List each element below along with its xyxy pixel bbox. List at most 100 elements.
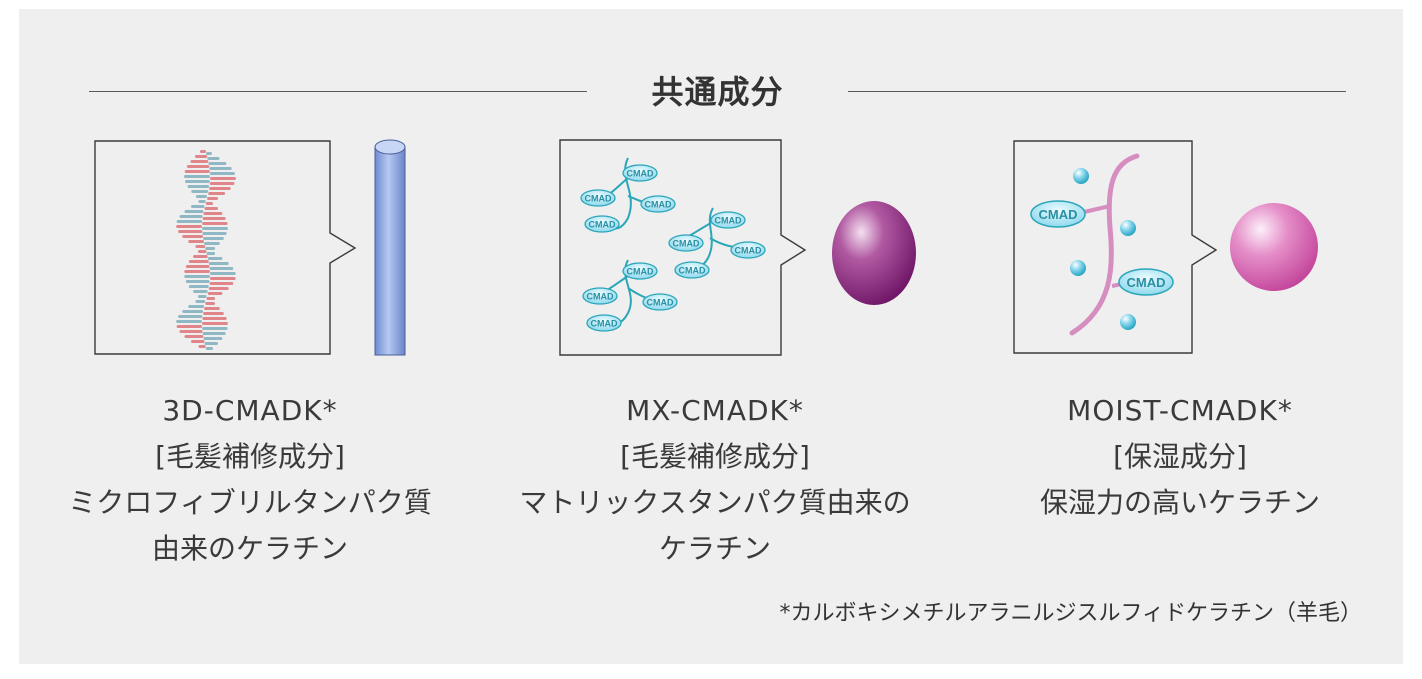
helix-strand-segment	[179, 330, 203, 333]
moisture-droplet-icon	[1073, 168, 1089, 184]
helix-strand-segment	[209, 282, 234, 285]
item-category: [保湿成分]	[1113, 440, 1247, 473]
keratin-helix-icon	[176, 150, 236, 350]
helix-strand-segment	[186, 165, 210, 168]
helix-strand-segment	[204, 342, 219, 345]
moisture-droplet-icon	[1070, 260, 1086, 276]
figure-3d-cmadk	[94, 139, 406, 356]
helix-strand-segment	[197, 295, 207, 298]
cmad-label: CMAD	[591, 319, 618, 329]
moisture-droplet-icon	[1120, 314, 1136, 330]
helix-strand-segment	[188, 305, 205, 308]
helix-strand-segment	[208, 262, 229, 265]
cmad-network-icon: CMAD CMAD CMAD CMAD CMAD CMAD CMAD CMAD CMAD CMAD…	[580, 157, 766, 332]
item-description: マトリックスタンパク質由来の	[519, 486, 911, 519]
helix-strand-segment	[184, 270, 210, 273]
helix-strand-segment	[193, 255, 208, 258]
helix-strand-segment	[185, 280, 210, 283]
helix-strand-segment	[209, 172, 236, 175]
helix-strand-segment	[203, 237, 224, 240]
helix-strand-segment	[190, 160, 209, 163]
helix-strand-segment	[207, 157, 220, 160]
item-description: 由来のケラチン	[151, 532, 348, 565]
helix-strand-segment	[209, 267, 234, 270]
helix-strand-segment	[202, 227, 228, 230]
helix-strand-segment	[188, 260, 209, 263]
helix-strand-segment	[195, 245, 206, 248]
moisture-droplet-icon	[1120, 220, 1136, 236]
helix-strand-segment	[203, 212, 223, 215]
helix-strand-segment	[184, 335, 204, 338]
cmad-molecule-icon	[710, 211, 746, 229]
svg-text:CMAD: CMAD	[1039, 207, 1078, 222]
helix-strand-segment	[209, 272, 236, 275]
helix-strand-segment	[198, 345, 206, 348]
heading-rule-right	[848, 91, 1346, 92]
helix-strand-segment	[205, 302, 216, 305]
cmad-label: CMAD	[715, 216, 742, 226]
cmad-label: CMAD	[627, 169, 654, 179]
cmad-label: CMAD	[673, 239, 700, 249]
helix-strand-segment	[176, 320, 203, 323]
helix-strand-segment	[198, 200, 206, 203]
item-category: [毛髪補修成分]	[620, 440, 810, 473]
item-mx-cmadk: MX-CMADK* [毛髪補修成分] マトリックスタンパク質由来の ケラチン	[495, 388, 935, 572]
cmad-label: CMAD	[735, 246, 762, 256]
helix-strand-segment	[195, 300, 206, 303]
helix-strand-segment	[209, 277, 236, 280]
helix-strand-segment	[190, 205, 205, 208]
helix-strand-segment	[209, 167, 232, 170]
helix-strand-segment	[176, 225, 203, 228]
cmad-molecule-icon	[668, 234, 704, 252]
helix-strand-segment	[202, 332, 226, 335]
helix-strand-segment	[190, 340, 205, 343]
helix-strand-segment	[206, 152, 212, 155]
helix-strand-segment	[205, 347, 214, 350]
helix-strand-segment	[184, 180, 210, 183]
helix-strand-segment	[204, 242, 220, 245]
helix-strand-segment	[200, 150, 206, 153]
helix-strand-segment	[209, 182, 235, 185]
helix-strand-segment	[203, 312, 224, 315]
cmad-molecule-icon	[580, 189, 616, 207]
callout-box	[1013, 140, 1218, 354]
cmad-label: CMAD	[679, 266, 706, 276]
helix-strand-segment	[195, 195, 208, 198]
helix-strand-segment	[206, 297, 216, 300]
callout-box	[94, 140, 357, 355]
helix-strand-segment	[187, 185, 210, 188]
heading-rule-left	[89, 91, 587, 92]
helix-strand-segment	[207, 197, 219, 200]
helix-strand-segment	[191, 190, 209, 193]
footnote: *カルボキシメチルアラニルジスルフィドケラチン（羊毛）	[779, 601, 1362, 626]
helix-strand-segment	[194, 155, 208, 158]
helix-strand-segment	[184, 275, 210, 278]
helix-strand-segment	[202, 327, 228, 330]
section-heading: 共通成分	[651, 73, 784, 111]
cmad-label: CMAD	[645, 200, 672, 210]
helix-strand-segment	[205, 247, 216, 250]
cmad-label: CMAD	[647, 298, 674, 308]
cmad-molecule-icon	[584, 215, 620, 233]
cmad-molecule-icon	[730, 241, 766, 259]
item-moist-cmadk: MOIST-CMADK* [保湿成分] 保湿力の高いケラチン	[990, 388, 1370, 526]
cmad-label: CMAD	[589, 220, 616, 230]
helix-strand-segment	[206, 252, 216, 255]
item-description: ミクロフィブリルタンパク質	[68, 486, 432, 519]
helix-strand-segment	[182, 235, 204, 238]
item-name: MX-CMADK*	[626, 394, 804, 427]
helix-strand-segment	[202, 222, 228, 225]
helix-strand-segment	[178, 315, 203, 318]
helix-strand-segment	[208, 192, 226, 195]
helix-strand-segment	[179, 215, 203, 218]
helix-strand-segment	[202, 217, 226, 220]
helix-strand-segment	[202, 232, 227, 235]
helix-strand-segment	[202, 322, 228, 325]
helix-strand-segment	[209, 187, 231, 190]
cmad-molecule-icon	[674, 261, 710, 279]
cmad-label: CMAD	[585, 194, 612, 204]
cmad-molecule-icon	[586, 314, 622, 332]
cmad-molecule-icon	[642, 293, 678, 311]
fibril-rod-icon	[374, 139, 406, 356]
figure-mx-cmadk: CMAD CMAD CMAD CMAD CMAD CMAD CMAD CMAD CMAD CMAD…	[559, 139, 916, 356]
